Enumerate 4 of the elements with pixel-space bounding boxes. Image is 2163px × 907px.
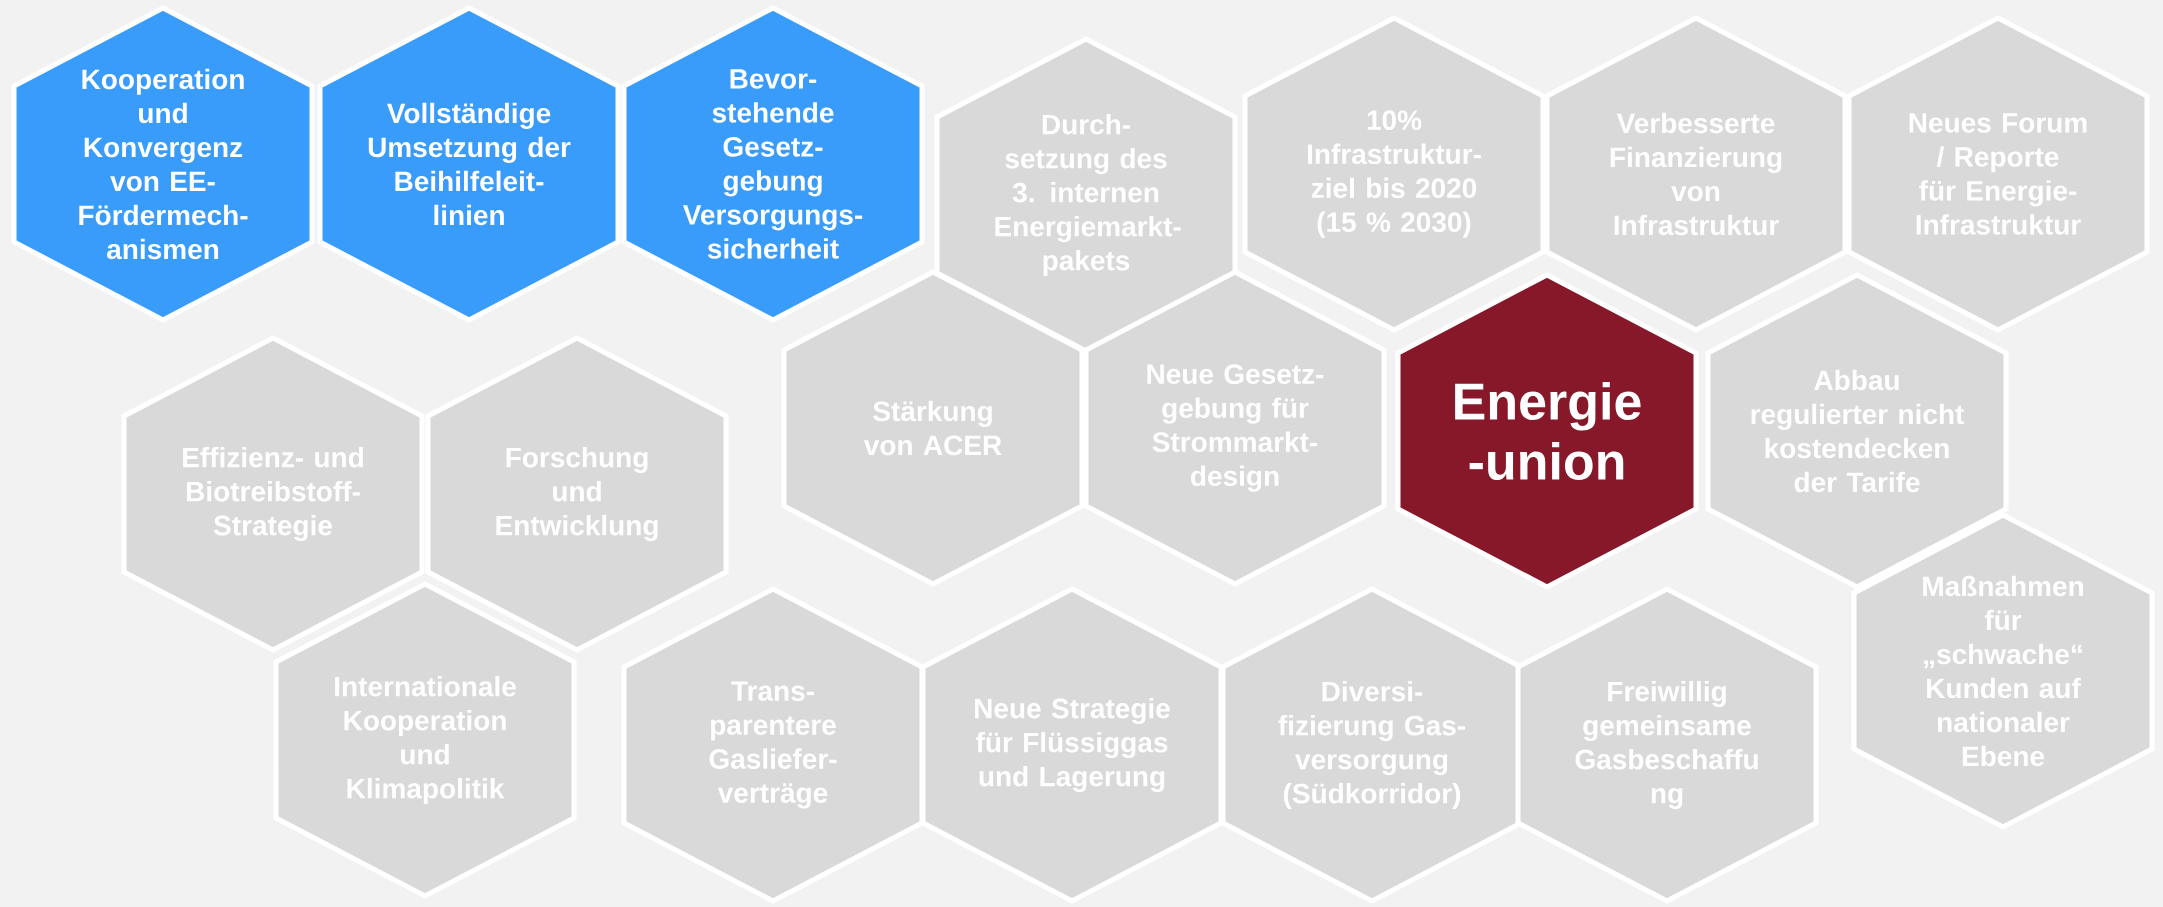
- hexagon: Bevor- stehende Gesetz- gebung Versorgungs- sicherheit: [621, 5, 925, 323]
- hexagon: Vollständige Umsetzung der Beihilfeleit- linien: [317, 5, 621, 323]
- center-hexagon: Energie -union: [1395, 272, 1699, 590]
- hexagon: Kooperation und Konvergenz von EE- Fördermech- anismen: [11, 5, 315, 323]
